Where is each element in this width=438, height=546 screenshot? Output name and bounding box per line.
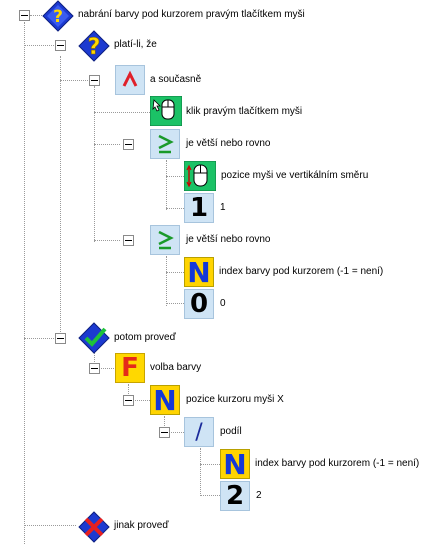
node-label-cursor-x: pozice kurzoru myši X [186, 394, 284, 405]
node-label-gte1: je větší nebo rovno [186, 138, 271, 149]
tree-branch [164, 432, 184, 433]
node-label-else: jinak proveď [114, 520, 169, 531]
tree-branch [166, 303, 184, 304]
tree-branch [166, 272, 184, 273]
tree-line-divide [200, 448, 201, 496]
n-glyph: N [223, 447, 247, 481]
svg-text:?: ? [88, 35, 101, 60]
logical-and-icon[interactable] [115, 65, 145, 95]
node-label-condition: platí-li, že [114, 39, 157, 50]
greater-or-equal-icon[interactable] [150, 225, 180, 255]
node-label-and: a současně [150, 74, 202, 85]
number-one: 1 [189, 193, 209, 223]
node-label-then: potom proveď [114, 332, 176, 343]
greater-or-equal-icon[interactable] [150, 129, 180, 159]
slash-glyph: / [195, 419, 203, 445]
tree-line-root [24, 22, 25, 544]
divide-icon[interactable]: / [184, 417, 214, 447]
number-tile-zero[interactable]: 0 [184, 289, 214, 319]
cross-diamond-icon[interactable] [78, 511, 110, 543]
condition-diamond-icon[interactable]: ? [78, 30, 110, 62]
collapse-toggle-gte2[interactable] [123, 235, 134, 246]
number-zero: 0 [189, 289, 209, 319]
node-label-color-index-1: index barvy pod kurzorem (-1 = není) [219, 266, 384, 277]
tree-branch [166, 176, 184, 177]
tree-branch [94, 112, 150, 113]
tree-line-then [94, 352, 95, 368]
number-tile-one[interactable]: 1 [184, 193, 214, 223]
node-label-gte2: je větší nebo rovno [186, 234, 271, 245]
node-label-divide: podíl [220, 426, 242, 437]
mouse-vertical-icon[interactable] [183, 160, 217, 192]
tree-branch [128, 400, 152, 401]
node-label-choose-color: volba barvy [150, 362, 202, 373]
tree-branch [200, 495, 220, 496]
node-label-root: nabrání barvy pod kurzorem pravým tlačít… [78, 9, 305, 20]
f-glyph: F [121, 353, 139, 383]
collapse-toggle-and[interactable] [89, 75, 100, 86]
numeric-variable-icon[interactable]: N [220, 447, 250, 481]
numeric-variable-icon[interactable]: N [184, 255, 214, 289]
collapse-toggle-cursor-x[interactable] [123, 395, 134, 406]
tree-line-gte1 [166, 160, 167, 210]
tree-branch [24, 45, 54, 46]
number-two: 2 [225, 481, 245, 511]
tree-line-and [94, 86, 95, 242]
tree-line-choose-color [128, 384, 129, 400]
collapse-toggle-then[interactable] [55, 333, 66, 344]
tree-branch [94, 240, 120, 241]
tree-branch [166, 208, 184, 209]
collapse-toggle-divide[interactable] [159, 427, 170, 438]
tree-line-condition [60, 56, 61, 342]
function-tile-icon[interactable]: F [115, 353, 145, 383]
node-label-color-index-2: index barvy pod kurzorem (-1 = není) [255, 458, 420, 469]
svg-text:?: ? [53, 7, 63, 27]
collapse-toggle-choose-color[interactable] [89, 363, 100, 374]
checkmark-diamond-icon[interactable] [78, 322, 110, 354]
node-label-mouse-y: pozice myši ve vertikálním směru [221, 170, 369, 181]
tree-branch [94, 368, 118, 369]
collapse-toggle-condition[interactable] [55, 40, 66, 51]
question-diamond-icon[interactable]: ? [42, 0, 74, 32]
tree-line-gte2 [166, 256, 167, 306]
tree-branch [30, 15, 44, 16]
node-label-one: 1 [220, 202, 226, 213]
node-label-zero: 0 [220, 298, 226, 309]
numeric-variable-icon[interactable]: N [150, 383, 180, 417]
collapse-toggle-root[interactable] [19, 10, 30, 21]
n-glyph: N [153, 383, 177, 417]
tree-branch [200, 464, 220, 465]
n-glyph: N [187, 255, 211, 289]
node-label-click: klik pravým tlačítkem myši [186, 106, 303, 117]
number-tile-two[interactable]: 2 [220, 481, 250, 511]
collapse-toggle-gte1[interactable] [123, 139, 134, 150]
tree-branch [94, 144, 120, 145]
tree-branch [24, 525, 76, 526]
tree-branch [60, 80, 88, 81]
node-label-two: 2 [256, 490, 262, 501]
mouse-right-click-icon[interactable] [149, 95, 183, 127]
tree-branch [24, 338, 54, 339]
tree-line-cursor-x [164, 416, 165, 432]
